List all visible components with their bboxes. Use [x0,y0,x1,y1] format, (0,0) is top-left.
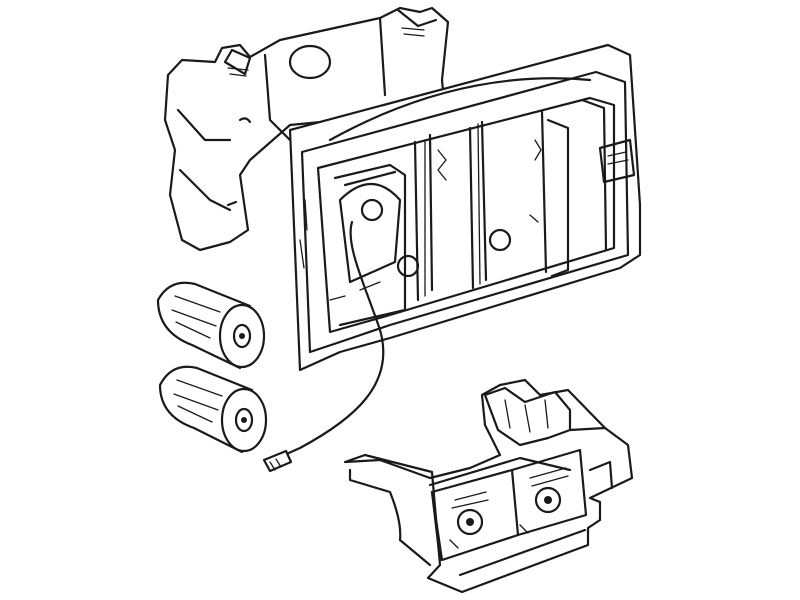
mounting-plate [163,6,450,252]
cable-connector [262,220,385,473]
battery-2 [158,365,268,454]
electronic-control-module [343,378,634,594]
actuator-frame [288,43,642,372]
battery-1 [156,281,266,370]
